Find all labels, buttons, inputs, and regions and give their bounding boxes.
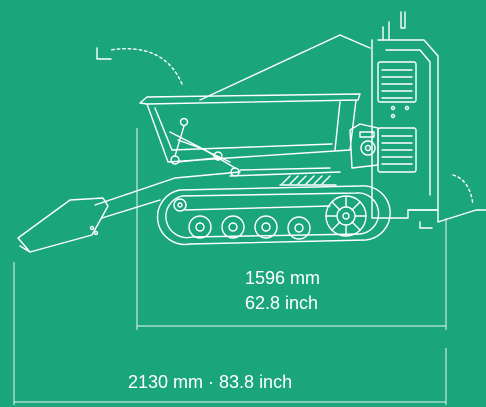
chassis-hatch: [279, 175, 337, 186]
side-rotation-arrow-icon: [452, 174, 474, 206]
dump-skip: [139, 34, 371, 163]
tip-rotation-arrow-icon: [96, 47, 183, 85]
control-panel: [349, 123, 379, 169]
track-length-inch: 62.8 inch: [245, 293, 318, 313]
road-wheels: [188, 215, 311, 240]
rear-platform: [407, 209, 486, 229]
lift-linkage: [169, 117, 341, 177]
track-length-mm: 1596 mm: [245, 268, 320, 288]
drive-sprocket: [325, 195, 367, 237]
overall-length-label: 2130 mm · 83.8 inch: [128, 372, 292, 392]
self-loading-shovel: [17, 171, 241, 253]
dimension-lines: [13, 128, 447, 405]
